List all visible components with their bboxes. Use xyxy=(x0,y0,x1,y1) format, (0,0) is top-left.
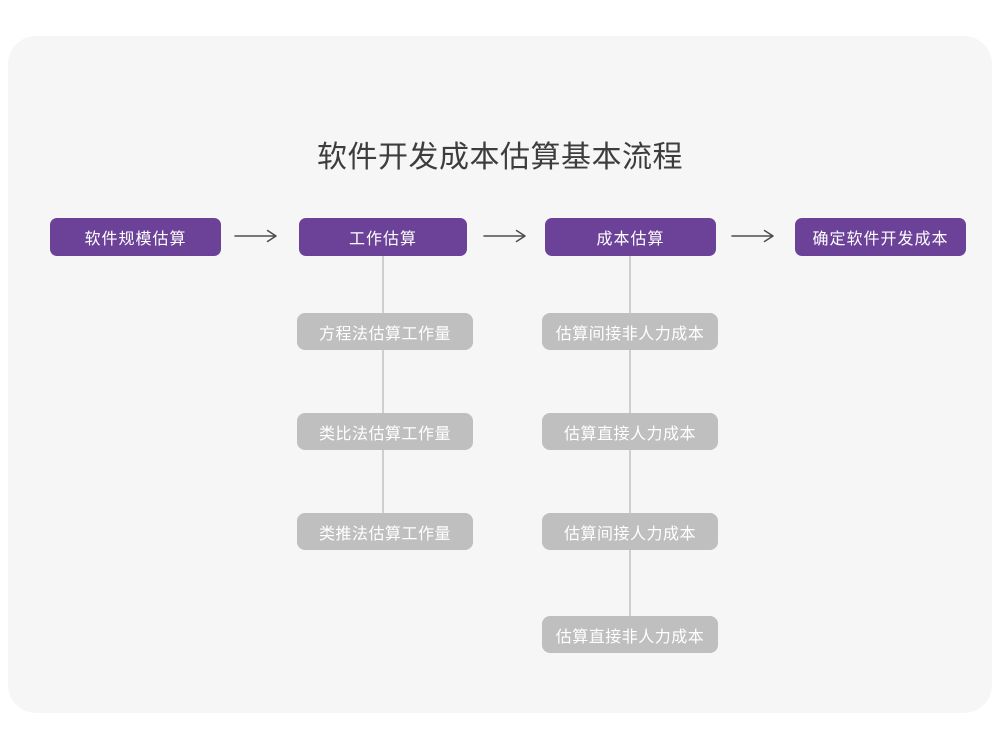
sub-box-indirect-nonlabor-cost: 估算间接非人力成本 xyxy=(542,313,718,350)
stage-determine-dev-cost: 确定软件开发成本 xyxy=(795,218,966,256)
sub-box-equation-method: 方程法估算工作量 xyxy=(297,313,473,350)
sub-box-direct-nonlabor-cost: 估算直接非人力成本 xyxy=(542,616,718,653)
diagram-title: 软件开发成本估算基本流程 xyxy=(317,141,683,174)
stage-software-size-estimation: 软件规模估算 xyxy=(50,218,221,256)
arrow-right-icon xyxy=(731,229,774,243)
stage-work-estimation: 工作估算 xyxy=(299,218,467,256)
sub-box-indirect-labor-cost: 估算间接人力成本 xyxy=(542,513,718,550)
connector-work-column xyxy=(382,255,384,514)
sub-box-analogy-method: 类比法估算工作量 xyxy=(297,413,473,450)
sub-box-direct-labor-cost: 估算直接人力成本 xyxy=(542,413,718,450)
diagram-card: 软件开发成本估算基本流程 软件规模估算 工作估算 成本估算 确定软件开发成本 方… xyxy=(8,36,992,713)
stage-cost-estimation: 成本估算 xyxy=(545,218,716,256)
arrow-right-icon xyxy=(483,229,526,243)
sub-box-extrapolation-method: 类推法估算工作量 xyxy=(297,513,473,550)
arrow-right-icon xyxy=(234,229,277,243)
